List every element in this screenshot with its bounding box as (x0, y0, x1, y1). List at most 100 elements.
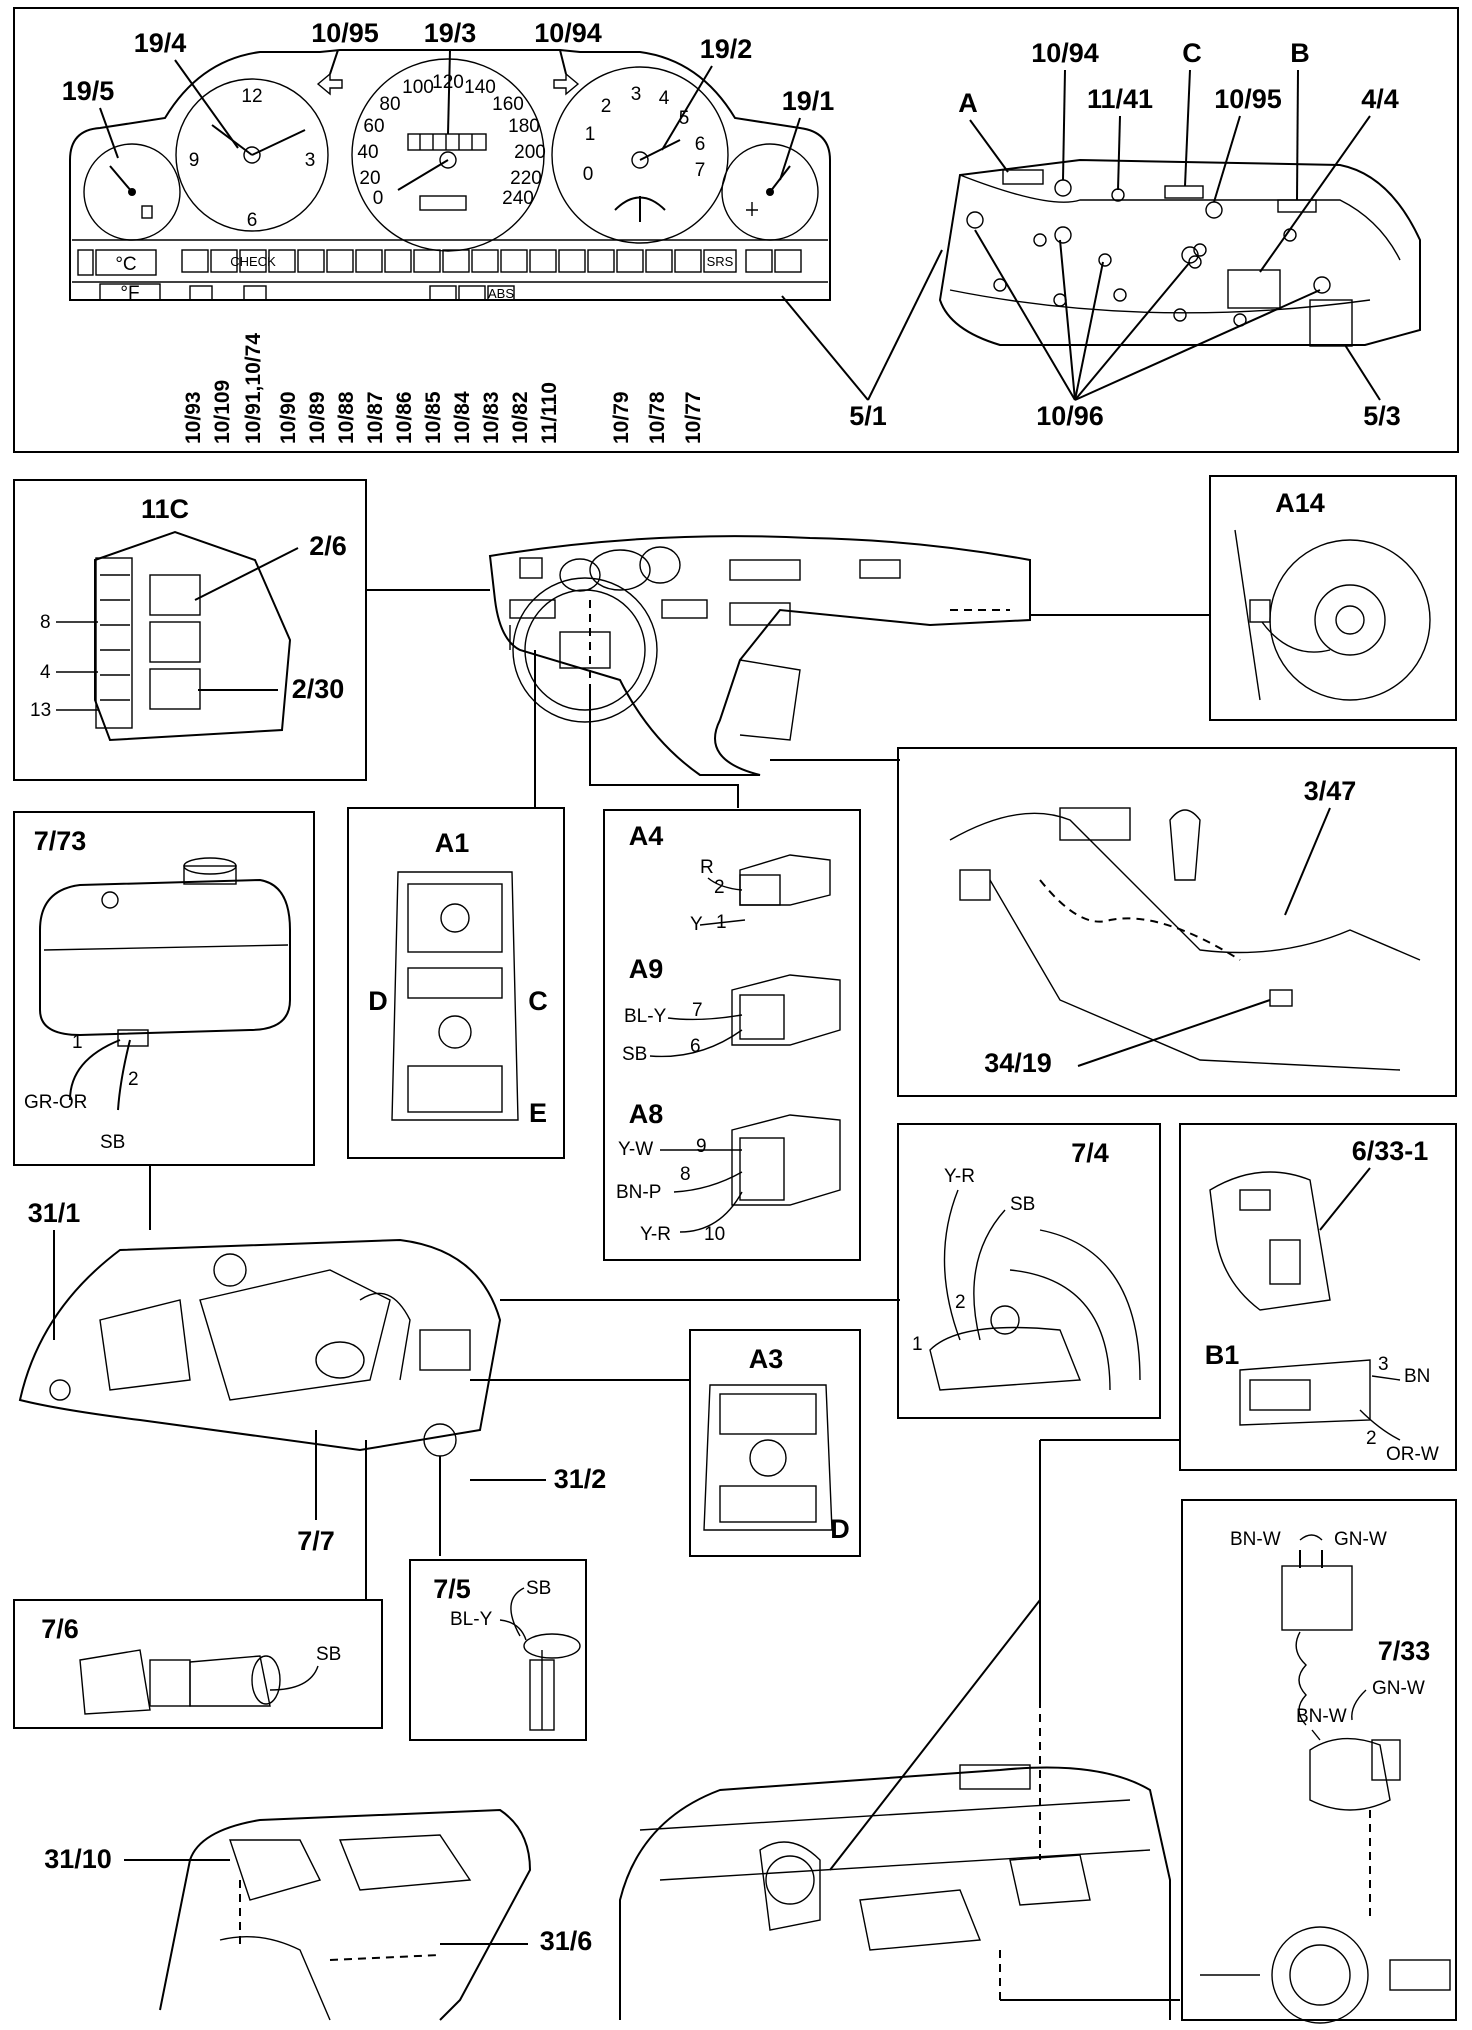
b1-pin-3: 3 (1378, 1354, 1389, 1375)
washer-panel: 7/5 SB BL-Y (409, 1559, 587, 1741)
speedo-tick: 160 (492, 94, 524, 115)
label-5-3: 5/3 (1363, 401, 1401, 431)
clock-tick-12: 12 (241, 86, 262, 107)
a9-wire-sb: SB (622, 1044, 647, 1065)
fuse-box-panel: 11C 8 4 13 2/6 2/30 (13, 479, 367, 781)
b1-title: 6/33-1 (1352, 1136, 1429, 1166)
reservoir-title: 7/73 (34, 826, 87, 856)
check-light-text: CHECK (230, 254, 276, 269)
reservoir-pin-2: 2 (128, 1069, 139, 1090)
label-C: C (1182, 38, 1202, 68)
a4-wire-r: R (700, 857, 714, 878)
a1-title: A1 (435, 828, 470, 858)
label-10-84: 10/84 (451, 391, 474, 444)
cluster-rear-view (938, 158, 1421, 347)
reservoir-pin-1: 1 (72, 1032, 83, 1053)
a9-title: A9 (629, 954, 664, 984)
speedo-tick: 240 (502, 188, 534, 209)
label-10-94: 10/94 (534, 18, 602, 48)
label-10-96: 10/96 (1036, 401, 1104, 431)
tacho-tick: 5 (679, 108, 690, 129)
label-10-95-rear: 10/95 (1214, 84, 1282, 114)
label-10-89: 10/89 (306, 391, 329, 444)
label-10-91-10-74: 10/91,10/74 (242, 333, 265, 444)
connectors-frame (603, 809, 861, 1261)
clock-tick-9: 9 (189, 150, 200, 171)
brake-wire-sb: SB (1010, 1194, 1035, 1215)
temp-gauge (721, 143, 819, 241)
washer-wire-sb: SB (526, 1578, 551, 1599)
temp-unit-fahrenheit: °F (120, 283, 139, 304)
fuse-box-frame (13, 479, 367, 781)
label-2-30: 2/30 (292, 674, 345, 704)
fuse-number-8: 8 (40, 612, 51, 633)
label-10-88: 10/88 (335, 391, 358, 444)
tachometer: 0 1 2 3 4 5 6 7 (551, 66, 729, 244)
a1-side-c: C (528, 986, 548, 1016)
label-4-4: 4/4 (1361, 84, 1399, 114)
label-10-77: 10/77 (682, 391, 705, 444)
label-10-78: 10/78 (646, 391, 669, 444)
label-19-1: 19/1 (782, 86, 835, 116)
label-10-94-rear: 10/94 (1031, 38, 1099, 68)
a9-wire-bl-y: BL-Y (624, 1006, 667, 1027)
tacho-tick: 6 (695, 134, 706, 155)
label-10-85: 10/85 (422, 391, 445, 444)
b1-pin-2: 2 (1366, 1428, 1377, 1449)
a3-panel: A3 D (689, 1329, 861, 1557)
bottom-labels: 10/93 10/109 10/91,10/74 10/90 10/89 10/… (182, 333, 705, 444)
speedo-tick: 120 (432, 72, 464, 93)
speedo-tick: 220 (510, 168, 542, 189)
a1-panel: A1 D C E (347, 807, 565, 1159)
sensor-panel: BN-W GN-W 7/33 GN-W BN-W (1181, 1499, 1457, 2024)
abs-light-text: ABS (488, 286, 514, 301)
clock-tick-3: 3 (305, 150, 316, 171)
label-5-1: 5/1 (849, 401, 887, 431)
oil-sender-frame (13, 1599, 383, 1729)
tacho-tick: 0 (583, 164, 594, 185)
washer-wire-bl-y: BL-Y (450, 1609, 493, 1630)
label-10-109: 10/109 (211, 380, 234, 444)
a14-frame (1209, 475, 1457, 721)
a8-pin-10: 10 (704, 1224, 725, 1245)
tacho-tick: 2 (601, 96, 612, 117)
label-3-47: 3/47 (1304, 776, 1357, 806)
speedo-tick: 200 (514, 142, 546, 163)
a3-title: A3 (749, 1344, 784, 1374)
label-2-6: 2/6 (309, 531, 347, 561)
b1-wire-or-w: OR-W (1386, 1444, 1439, 1465)
sensor-wire-gn-w-top: GN-W (1334, 1529, 1387, 1550)
fuse-number-4: 4 (40, 662, 51, 683)
brake-title: 7/4 (1071, 1138, 1109, 1168)
warning-light-strip: °C °F CHECK SRS ABS (77, 249, 802, 304)
brake-pin-2: 2 (955, 1292, 966, 1313)
label-31-6: 31/6 (540, 1926, 593, 1956)
b1-panel: 6/33-1 B1 3 BN 2 OR-W (1179, 1123, 1457, 1471)
trunk-drawing (619, 1439, 1180, 2020)
sensor-frame (1181, 1499, 1457, 2021)
a4-wire-y: Y (690, 914, 703, 935)
speedo-tick: 180 (508, 116, 540, 137)
reservoir-wire-gr-or: GR-OR (24, 1092, 87, 1113)
label-10-83: 10/83 (480, 391, 503, 444)
speedo-tick: 100 (402, 77, 434, 98)
tacho-tick: 3 (631, 84, 642, 105)
label-19-2: 19/2 (700, 34, 753, 64)
a3-frame (689, 1329, 861, 1557)
a8-wire-bn-p: BN-P (616, 1182, 661, 1203)
speedo-tick: 40 (357, 142, 378, 163)
speedo-tick: 140 (464, 77, 496, 98)
fuse-box-title: 11C (141, 494, 189, 524)
label-10-79: 10/79 (610, 391, 633, 444)
engine-bay-drawing: 31/1 31/2 7/7 (18, 1198, 900, 1600)
a14-title: A14 (1275, 488, 1325, 518)
brake-frame (897, 1123, 1161, 1419)
a8-wire-y-w: Y-W (618, 1139, 653, 1160)
speedo-tick: 60 (363, 116, 384, 137)
label-31-10: 31/10 (44, 1844, 112, 1874)
a8-pin-9: 9 (696, 1136, 707, 1157)
tacho-tick: 7 (695, 160, 706, 181)
label-7-7: 7/7 (297, 1526, 335, 1556)
speedo-tick: 0 (373, 188, 384, 209)
